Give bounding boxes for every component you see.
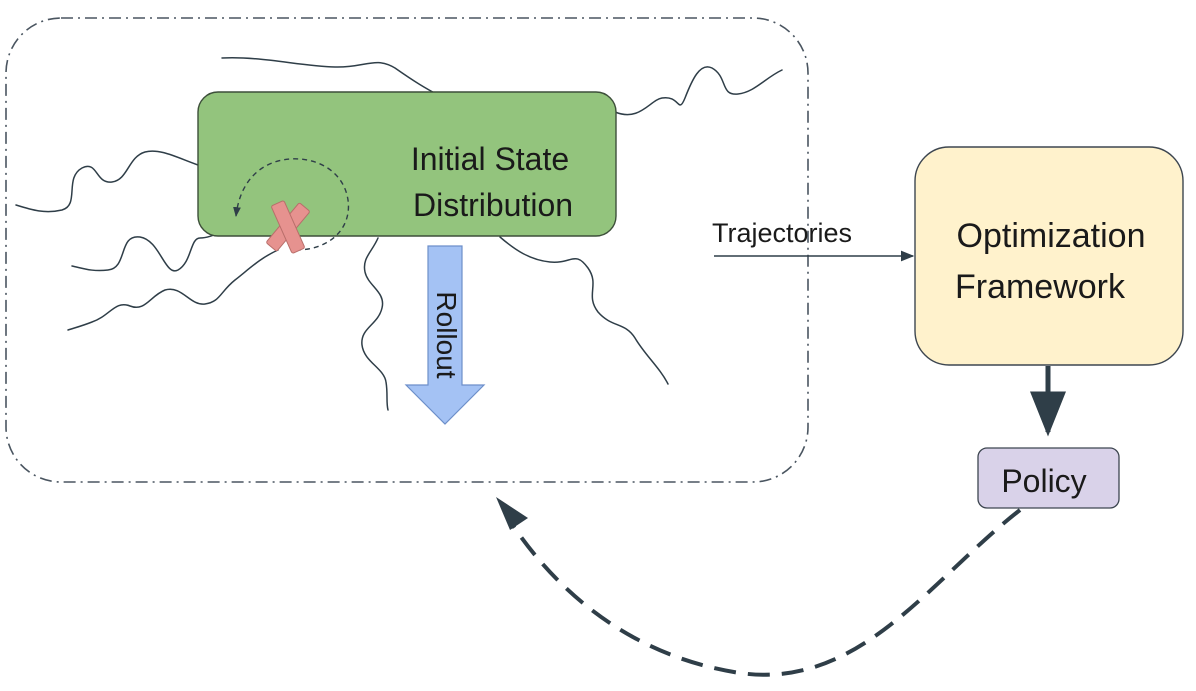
- initial-state-label-line2: Distribution: [413, 187, 573, 223]
- trajectory-line: [15, 150, 199, 213]
- trajectories-label: Trajectories: [712, 218, 852, 248]
- trajectory-line: [67, 249, 279, 331]
- rollout-arrow-shape: [404, 245, 486, 425]
- policy-label: Policy: [1001, 463, 1086, 499]
- failure-loop-arrow: [233, 158, 350, 251]
- policy-box: [977, 447, 1120, 509]
- trajectory-line: [614, 66, 783, 116]
- initial-state-label-line1: Initial State: [411, 141, 569, 177]
- trajectory-line: [361, 237, 389, 411]
- rollout-label: Rollout: [431, 291, 462, 378]
- optimization-box: [914, 146, 1184, 366]
- environment-boundary: [5, 17, 809, 483]
- optimization-label-line1: Optimization: [957, 217, 1146, 255]
- trajectory-line: [221, 56, 441, 97]
- policy-feedback-arrow: [504, 508, 1022, 677]
- rollout-arrow: Rollout: [404, 245, 486, 425]
- failure-x-icon: [266, 200, 310, 254]
- policy-feedback-arrowhead: [496, 497, 528, 530]
- optimization-label-line2: Framework: [955, 268, 1126, 306]
- trajectory-line: [499, 236, 669, 385]
- policy-node: Policy: [977, 447, 1120, 509]
- trajectory-line: [71, 225, 239, 272]
- trajectory-lines: [15, 56, 783, 411]
- optimization-node: Optimization Framework: [914, 146, 1184, 366]
- initial-state-node: Initial State Distribution: [197, 91, 617, 237]
- trajectories-edge: Trajectories: [712, 218, 915, 262]
- initial-state-box: [197, 91, 617, 237]
